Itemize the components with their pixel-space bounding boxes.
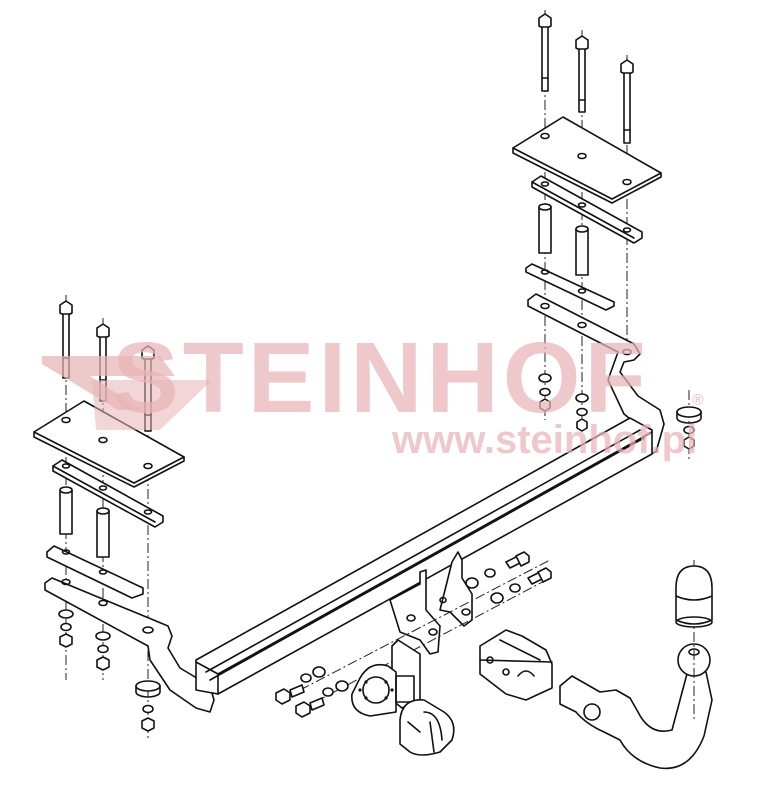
center-fasteners-left (275, 666, 349, 718)
right-nuts-1 (538, 373, 552, 412)
electrical-socket (399, 699, 455, 756)
left-strip (52, 459, 164, 528)
right-bolt-1 (538, 13, 552, 92)
center-brackets (299, 551, 551, 711)
left-nuts-2 (95, 631, 111, 671)
left-spacer-1 (59, 486, 73, 535)
right-arm (527, 293, 665, 455)
left-spacer-2 (96, 507, 110, 558)
receiver-block (479, 629, 553, 701)
left-bolt-3 (141, 345, 155, 432)
right-mounting-stack (512, 10, 702, 460)
left-arm (44, 577, 215, 713)
left-bolt-1 (59, 300, 73, 379)
right-lower-plate (525, 263, 615, 311)
center-fasteners-right (465, 551, 552, 604)
right-spacer-1 (538, 203, 552, 254)
crossbar-beam (195, 417, 653, 695)
left-nuts-3 (135, 680, 161, 732)
left-nuts-1 (58, 609, 74, 648)
right-bolt-2 (575, 35, 589, 113)
right-spacer-2 (575, 225, 589, 276)
ball-cap (675, 565, 713, 628)
left-bolt-2 (96, 323, 110, 402)
right-strip (531, 175, 643, 244)
socket-plate (351, 639, 421, 717)
ball-neck (559, 560, 713, 770)
left-lower-plate (46, 545, 144, 599)
right-top-plate (512, 116, 662, 204)
right-nuts-2 (575, 393, 589, 432)
left-mounting-stack (33, 295, 215, 740)
right-nuts-3 (676, 390, 702, 460)
right-bolt-3 (620, 59, 634, 144)
